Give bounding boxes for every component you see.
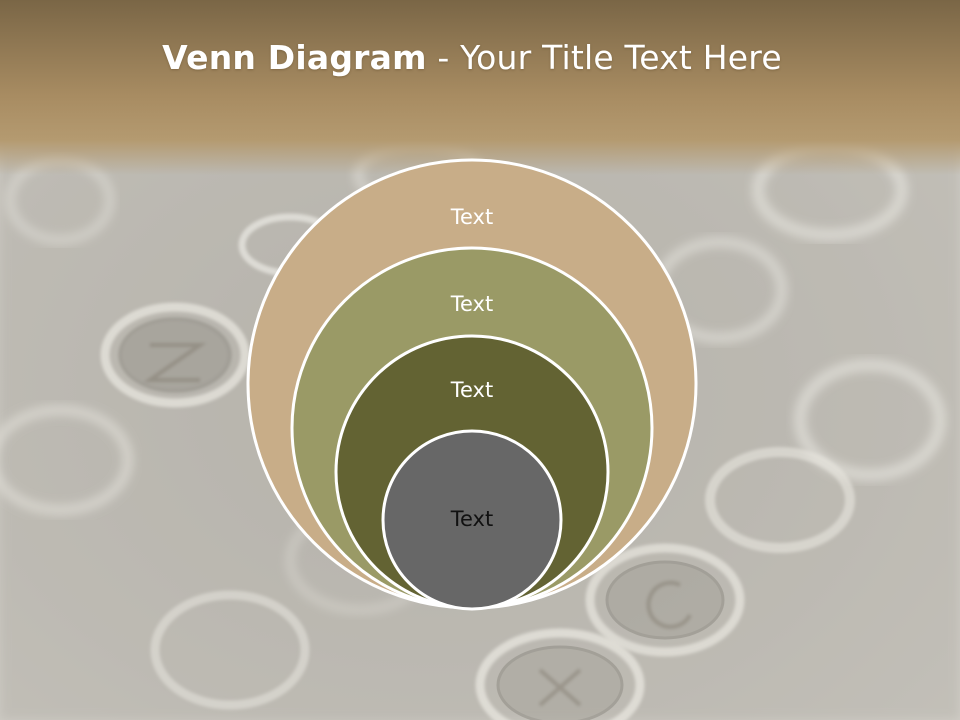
venn-circle-4 xyxy=(381,429,563,611)
title-bold: Venn Diagram xyxy=(162,38,427,77)
title-rest: - Your Title Text Here xyxy=(426,38,782,77)
venn-circle-4-label: Text xyxy=(450,507,493,531)
page-title: Venn Diagram - Your Title Text Here xyxy=(0,38,944,77)
venn-circle-1-label: Text xyxy=(450,205,493,229)
venn-circle-2-label: Text xyxy=(450,292,493,316)
venn-circle-3-label: Text xyxy=(450,378,493,402)
